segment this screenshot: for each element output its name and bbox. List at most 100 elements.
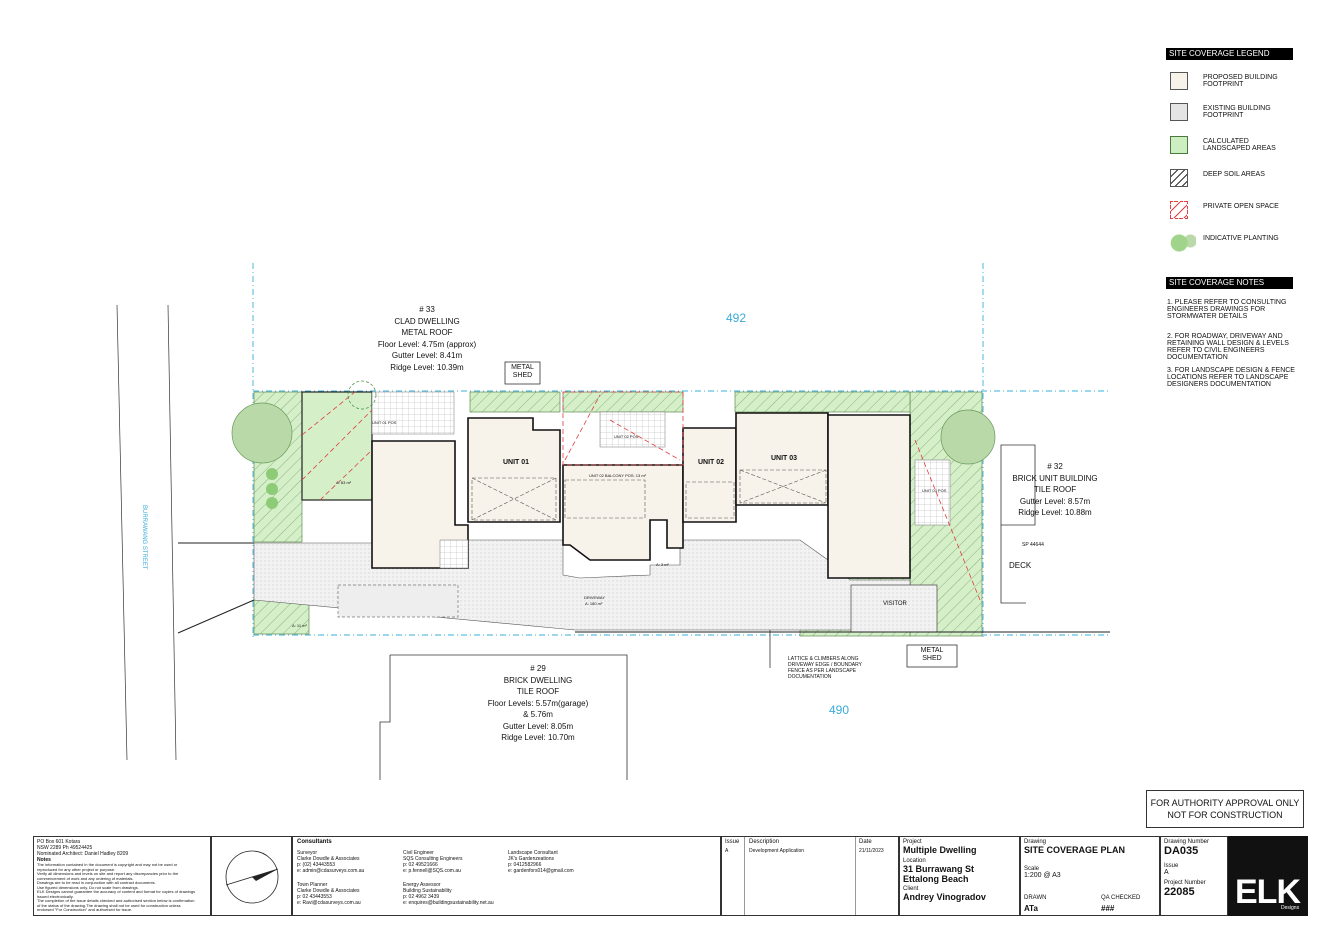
street-lines [116,304,177,761]
logo-text: ELK [1235,873,1301,911]
c-line: Building Sustainability [403,888,452,894]
pos-tiles [371,391,951,569]
n32-line: BRICK UNIT BUILDING [1012,473,1098,483]
lot-boundary [252,263,1110,640]
neighbour-32: # 32 BRICK UNIT BUILDING TILE ROOF Gutte… [1000,461,1110,519]
note-line: The completion of the issue details chec… [37,898,195,903]
tb-consultants: Consultants Surveyor Clarke Dowdle & Ass… [292,836,721,916]
north-point-icon [225,850,279,904]
area-83-label: A: 83 m² [336,480,352,485]
c-line: Energy Assessor [403,882,441,888]
tb-issues: Issue Description Date A Development App… [721,836,899,916]
drawing-value: SITE COVERAGE PLAN [1024,845,1126,855]
sp-label: SP 44644 [1022,542,1044,548]
consultant-planner: Town Planner Clarke Dowdle & Associates … [297,882,361,906]
n32-line: # 32 [1047,462,1063,471]
c-line: p: 02 4962 3439 [403,894,440,900]
balcony-label: UNIT 02 BALCONY POS: 13 m² [589,473,646,478]
consultant-civil: Civil Engineer SQS Consulting Engineers … [403,850,462,874]
col-divider [855,837,856,915]
pos-swatch [1170,201,1188,219]
unit-03-label: UNIT 03 [771,455,798,462]
c-line: Clarke Dowdle & Associates [297,888,360,894]
consultants-head: Consultants [297,839,332,845]
n32-line: TILE ROOF [1033,485,1077,494]
c-line: Civil Engineer [403,850,434,856]
lattice-line: LATTICE & CLIMBERS ALONG [788,656,859,662]
note-line: reproduced for any other project or purp… [37,866,116,872]
lattice-note: LATTICE & CLIMBERS ALONG DRIVEWAY EDGE /… [788,656,862,680]
iss-value: A [1164,869,1169,876]
n29-line: & 5.76m [523,710,553,719]
note-1: 1. PLEASE REFER TO CONSULTING ENGINEERS … [1167,299,1287,320]
n33-line: # 33 [419,305,435,314]
logo-sub: Designs [1281,905,1300,911]
pos3-label: UNIT 03 POS [922,488,947,493]
approval-line: NOT FOR CONSTRUCTION [1167,810,1283,820]
pos1-label: UNIT 01 POS [372,420,397,425]
c-line: Town Planner [297,882,328,888]
n32-line: Ridge Level: 10.88m [1018,508,1092,517]
col-divider [744,837,745,915]
note-line: of the status of the drawing.The drawing… [37,902,181,908]
deck-label: DECK [1009,561,1032,570]
deep-soil-swatch [1170,169,1188,187]
existing-swatch [1170,103,1188,121]
driveway-label: DRIVEWAY [584,595,605,600]
c-line: e: Ravi@cdasurveys.com.au [297,900,361,906]
visitor-label: VISITOR [883,601,907,607]
metal-shed-bottom: METAL SHED [907,647,957,663]
street-name: BURRAWANG STREET [141,505,147,570]
scale-head: Scale [1024,866,1040,872]
neighbour-29: # 29 BRICK DWELLING TILE ROOF Floor Leve… [478,663,598,744]
c-line: Landscape Consultant [508,850,558,856]
driveway-area-label: A: 180 m² [585,601,603,606]
c-line: e: enquires@buildingsustainability.net.a… [403,900,494,906]
note-line: ELK Designs cannot guarantee the accurac… [37,889,196,894]
unit01-pos-lawn [301,391,373,501]
tb-number: Drawing Number DA035 Issue A Project Num… [1160,836,1228,916]
legend-title: SITE COVERAGE LEGEND [1166,48,1293,60]
lattice-line: FENCE AS PER LANDSCAPE [788,668,857,674]
n29-line: # 29 [530,664,546,673]
consultant-energy: Energy Assessor Building Sustainability … [403,882,494,906]
notes-title: SITE COVERAGE NOTES [1166,277,1293,289]
neighbour-33: # 33 CLAD DWELLING METAL ROOF Floor Leve… [362,304,492,373]
indicative-planting [231,380,996,509]
metal-shed-top: METAL SHED [505,364,540,380]
note-line: The information contained in the documen… [37,862,178,867]
note-line: endorsed "For Construction" and authoris… [37,907,133,912]
site-plan: BURRAWANG STREET [116,263,1110,780]
lattice-line: DRIVEWAY EDGE / BOUNDARY [788,662,862,668]
n29-line: Gutter Level: 8.05m [502,721,574,731]
c-line: e: admin@cdasurveys.com.au [297,868,365,874]
address-line: PO Box 601 Kotara [37,839,81,845]
qa-head: QA CHECKED [1101,895,1141,901]
desc-value: Development Application [749,848,805,854]
tb-address: PO Box 601 Kotara NSW 2289 Ph 49524425 N… [33,836,211,916]
date-head: Date [859,839,872,845]
scale-value: 1:200 @ A3 [1024,872,1061,879]
drawing-head: Drawing [1024,839,1047,845]
notes-head: Notes [37,857,51,863]
n33-line: METAL ROOF [401,328,453,337]
note-2: 2. FOR ROADWAY, DRIVEWAY AND RETAINING W… [1167,333,1289,361]
pos2-label: UNIT 02 POS [614,434,639,439]
building-footprints [371,412,911,579]
note-line: issued electronically. [37,893,74,899]
c-line: e: gardenfors014@gmail.com [508,868,574,874]
lattice-line: DOCUMENTATION [788,674,832,680]
n32-line: Gutter Level: 8.57m [1019,496,1091,506]
note-line: commencement of work and any ordering of… [37,875,134,881]
shed-line: SHED [512,372,533,379]
location-value: 31 Burrawang St [903,864,975,874]
iss-head: Issue [1164,863,1179,869]
c-line: Clarke Dowdle & Associates [297,856,360,862]
project-value: Multiple Dwelling [903,845,977,855]
tb-north [211,836,292,916]
tb-notes: The information contained in the documen… [37,862,207,913]
legend-item-label: DEEP SOIL AREAS [1203,171,1265,178]
approval-stamp: FOR AUTHORITY APPROVAL ONLY NOT FOR CONS… [1146,790,1304,828]
consultant-surveyor: Surveyor Clarke Dowdle & Associates p: (… [297,850,364,874]
qa-value: ### [1101,904,1115,913]
